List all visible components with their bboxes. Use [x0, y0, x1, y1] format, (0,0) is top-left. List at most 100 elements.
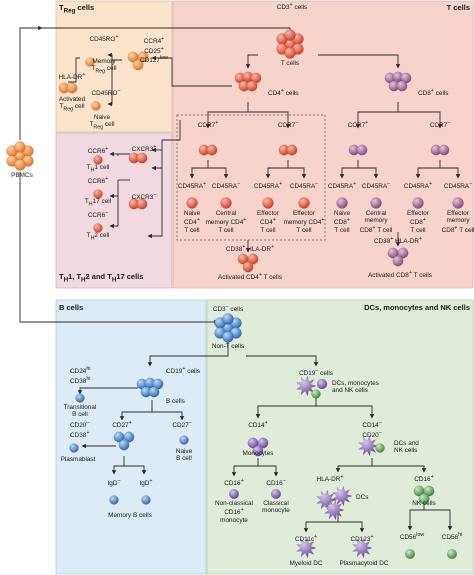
nonclassical-cell [228, 489, 239, 500]
th17-label: TH17 cell [84, 198, 112, 208]
activated-cd8-label: Activated CD8+ T cells [368, 270, 432, 280]
treg-memory-cell [85, 57, 95, 67]
mono-cd16-neg: CD16– [266, 478, 286, 488]
t-cells-cluster [284, 29, 296, 41]
tcell-panel-title: T cells [446, 3, 470, 12]
cd27-pos-label: CD27+ [112, 420, 132, 430]
cd123-label: CD123+ [350, 534, 374, 544]
activated-cd8-cluster [397, 247, 409, 259]
t-cells-cluster [284, 47, 296, 59]
monocytes-label: Monocytes [242, 450, 274, 457]
b-cells-label: B cells [166, 398, 185, 405]
treg-cluster [132, 59, 144, 71]
cd4-ccr7-pos-cluster [206, 144, 218, 156]
cd8-ccr7-neg-cluster [438, 144, 450, 156]
dc-nk-dc [357, 435, 379, 457]
cd8-subset-marker-1: CD45RA– [361, 181, 391, 191]
cd8-ccr7-pos-label: CCR7+ [347, 120, 369, 130]
cd8-subset-marker-2: CD45RA+ [403, 181, 433, 191]
pbmc-cluster [14, 159, 26, 171]
cd4-ccr7-pos-label: CCR7+ [197, 120, 219, 130]
treg-markers: CCR4+CD25+CD127low [140, 36, 168, 65]
memory-b-label: Memory B cells [108, 512, 152, 519]
b-cells-cluster [148, 386, 160, 398]
nk-cd16-pos: CD16+ [414, 474, 434, 484]
cd8-cluster [396, 80, 408, 92]
non-t-label: Non-T cells [211, 343, 245, 350]
th-cxcr3-neg-cluster [136, 198, 148, 210]
monocyte-cluster [257, 437, 269, 449]
igd-pos-cell [141, 495, 151, 505]
cd4-cluster [246, 80, 258, 92]
nk-cluster [423, 485, 435, 497]
non-t-cluster [222, 331, 234, 343]
cd8-subset-cell-3 [452, 197, 464, 209]
cd27-pos-cluster [118, 439, 130, 451]
connector-lines [19, 25, 461, 533]
cd14-pos-label: CD14+ [248, 420, 268, 430]
th1-label: TH1 cell [86, 164, 110, 174]
treg-hladr: HLA-DR+ [58, 72, 86, 82]
cd3-pos-label: CD3+ cells [276, 2, 308, 12]
cd4-subset-cell-2 [262, 197, 274, 209]
classical-cell [271, 489, 282, 500]
igd-neg-cell [109, 495, 119, 505]
dc-hladr-label: HLA-DR+ [316, 474, 344, 484]
cd4-subset-cell-0 [186, 197, 198, 209]
dc-3 [323, 499, 345, 521]
plasmablast-cell [69, 443, 79, 453]
cd4-subset-cell-1 [220, 197, 232, 209]
activated-cd4-cluster [247, 253, 259, 265]
th-ccr6-pos: CCR6+ [87, 146, 109, 156]
bcell-panel-title: B cells [59, 303, 84, 312]
cd8-subset-cell-2 [412, 197, 424, 209]
mono-cd16-pos: CD16+ [224, 478, 244, 488]
cd4-subset-marker-3: CD45RA– [289, 181, 319, 191]
activated-cd8-cluster [392, 255, 404, 267]
cd8-subset-marker-0: CD45RA+ [327, 181, 357, 191]
cd8-subset-cell-1 [370, 197, 382, 209]
myeloid-dc-cell [295, 537, 317, 559]
cd8-subset-cell-0 [336, 197, 348, 209]
treg-panel-title: TReg cells [59, 3, 95, 15]
cd8-subset-marker-3: CD45RA– [443, 181, 473, 191]
th17-cell [93, 189, 103, 199]
transitional-cell [75, 393, 85, 403]
cd4-subset-marker-1: CD45RA– [211, 181, 241, 191]
igd-neg-label: IgD– [107, 478, 121, 488]
activated-cd8-markers: CD38+ HLA-DR+ [373, 236, 423, 246]
cd8-ccr7-neg-label: CCR7– [429, 120, 451, 130]
cd14-neg-label: CD14–CD20– [362, 420, 382, 439]
plasmablast-markers: CD20–CD38+ [70, 420, 90, 439]
cd4-subset-marker-2: CD45RA+ [253, 181, 283, 191]
cd56-hi-label: CD56hi [441, 532, 463, 542]
cd11c-label: CD11c+ [294, 534, 318, 544]
cd4-ccr7-neg-cluster [286, 144, 298, 156]
activated-cd4-label: Activated CD4+ T cells [218, 272, 282, 282]
cd56-low-label: CD56low [399, 532, 425, 542]
cd3-neg-label: CD3– cells [212, 304, 244, 314]
th-cxcr3-pos: CXCR3+ [131, 144, 157, 154]
dc-panel-title: DCs, monocytes and NK cells [364, 303, 470, 312]
pbmc-cluster [14, 141, 26, 153]
th2-label: TH2 cell [86, 232, 110, 242]
th-cxcr3-pos-cluster [136, 152, 148, 164]
myeloid-label: Myeloid DC [289, 560, 323, 567]
dc-2 [331, 485, 353, 507]
cd4-ccr7-neg-label: CCR7– [277, 120, 299, 130]
igd-pos-label: IgD+ [139, 478, 153, 488]
